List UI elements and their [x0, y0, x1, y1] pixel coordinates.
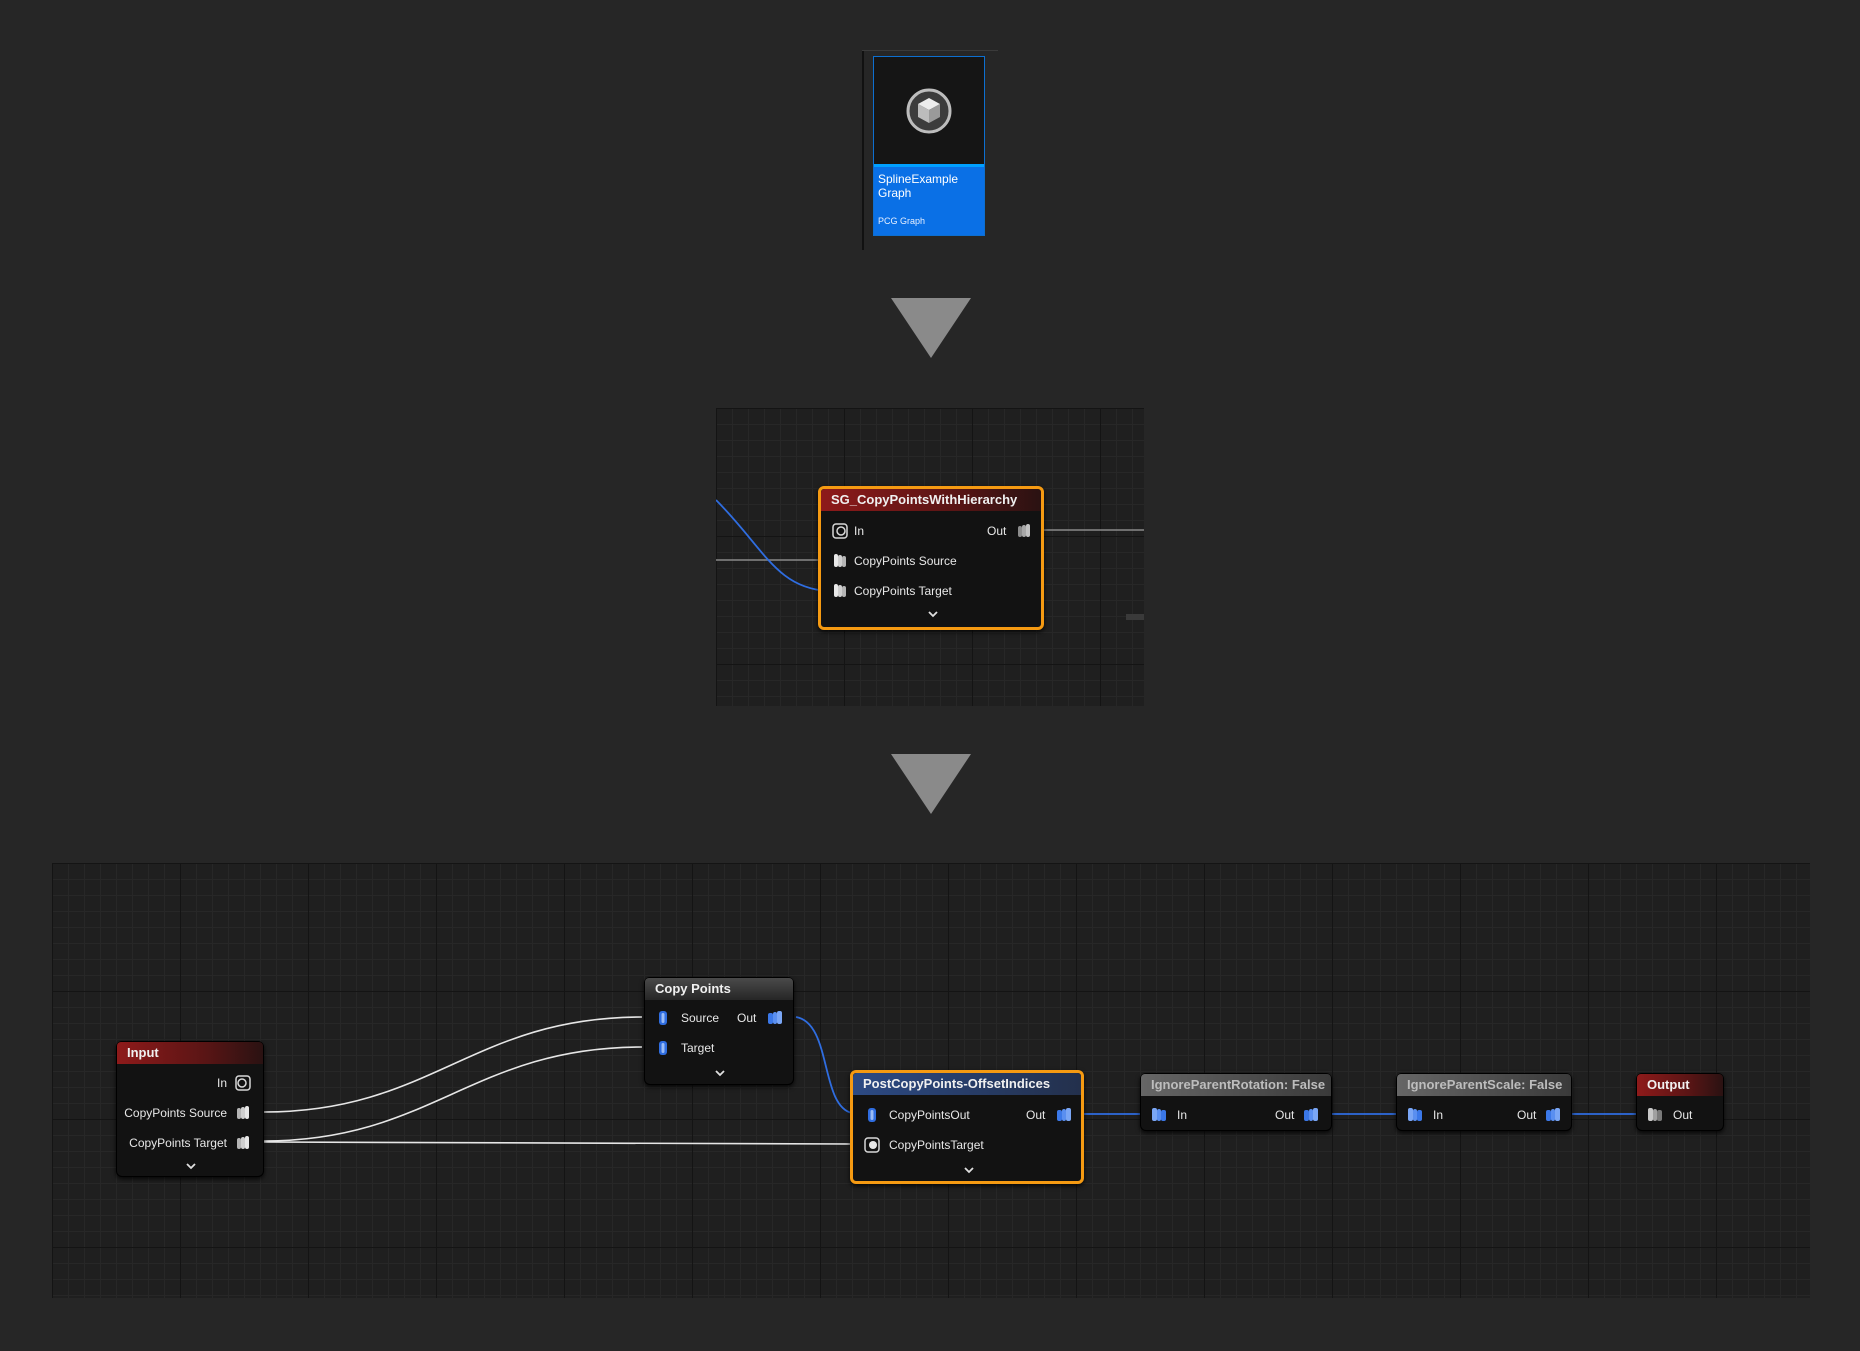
pin-label-out: Out [1517, 1108, 1537, 1122]
pin-blue-stack-out-icon[interactable] [1545, 1107, 1561, 1123]
flow-arrow-down-icon [891, 298, 971, 358]
subgraph-node[interactable]: SG_CopyPointsWithHierarchy In Out CopyPo… [818, 486, 1044, 630]
node-title: Output [1637, 1074, 1723, 1096]
node-title: IgnoreParentRotation: False [1141, 1074, 1331, 1096]
asset-type: PCG Graph [878, 216, 926, 226]
pin-blue-stack-out-icon[interactable] [1303, 1107, 1319, 1123]
pin-exec-in-icon[interactable] [832, 523, 848, 539]
post-copy-points-node[interactable]: PostCopyPoints-OffsetIndices CopyPointsO… [850, 1070, 1084, 1184]
wire-target [716, 499, 829, 592]
pin-exec-in-icon[interactable] [864, 1137, 880, 1153]
pin-exec-out-icon[interactable] [235, 1075, 251, 1091]
asset-label: SplineExample Graph PCG Graph [874, 167, 984, 235]
pin-stack-in-icon[interactable] [832, 553, 848, 569]
cube-icon [906, 88, 952, 134]
pin-label-in: In [216, 1076, 227, 1090]
ignore-parent-scale-node[interactable]: IgnoreParentScale: False In Out [1396, 1073, 1572, 1131]
pin-stack-in-icon[interactable] [1647, 1107, 1663, 1123]
node-title: Copy Points [645, 978, 793, 1000]
node-title: Input [117, 1042, 263, 1064]
pin-stack-in-icon[interactable] [832, 583, 848, 599]
pin-label-out: Out [987, 524, 1007, 538]
pin-stack-out-icon[interactable] [235, 1135, 251, 1151]
pin-label-target: Target [681, 1041, 715, 1055]
asset-tile-frame: SplineExample Graph PCG Graph [862, 50, 998, 250]
pin-stack-out-icon[interactable] [1016, 523, 1032, 539]
pin-blue-in-icon[interactable] [655, 1010, 671, 1026]
frame-edge [862, 50, 864, 250]
output-node[interactable]: Output Out [1636, 1073, 1724, 1131]
node-title: IgnoreParentScale: False [1397, 1074, 1571, 1096]
main-graph-editor[interactable]: Input In CopyPoints Source CopyPoints Ta… [52, 863, 1810, 1298]
pin-blue-in-icon[interactable] [655, 1040, 671, 1056]
pin-stack-out-icon[interactable] [235, 1105, 251, 1121]
pin-blue-stack-in-icon[interactable] [1151, 1107, 1167, 1123]
pin-blue-stack-in-icon[interactable] [1407, 1107, 1423, 1123]
asset-thumbnail [874, 57, 984, 165]
input-node[interactable]: Input In CopyPoints Source CopyPoints Ta… [116, 1041, 264, 1177]
asset-type-stripe [874, 164, 984, 167]
node-title: SG_CopyPointsWithHierarchy [821, 489, 1041, 511]
pin-label-source: Source [681, 1011, 720, 1025]
pin-label-target: CopyPoints Target [854, 584, 952, 598]
frame-edge [862, 50, 998, 51]
wire-copy-out-to-post-in [795, 1016, 853, 1114]
pin-label-in: In [854, 524, 865, 538]
wire-layer [263, 1016, 1646, 1145]
wire-input-source-to-copy-source [263, 1016, 643, 1113]
copy-points-node[interactable]: Copy Points Source Out Target [644, 977, 794, 1085]
asset-name: SplineExample Graph [878, 172, 959, 200]
pin-label-out: Out [1026, 1108, 1046, 1122]
chevron-down-icon[interactable] [185, 1162, 197, 1170]
chevron-down-icon[interactable] [963, 1166, 975, 1174]
pin-blue-stack-out-icon[interactable] [767, 1010, 783, 1026]
chevron-down-icon[interactable] [927, 610, 939, 618]
flow-arrow-down-icon [891, 754, 971, 814]
subgraph-editor-panel[interactable]: SG_CopyPointsWithHierarchy In Out CopyPo… [716, 408, 1144, 706]
pin-label-source: CopyPoints Source [124, 1106, 227, 1120]
ignore-parent-rotation-node[interactable]: IgnoreParentRotation: False In Out [1140, 1073, 1332, 1131]
wire-input-target-to-copy-target [263, 1046, 643, 1142]
pin-label-copy-target: CopyPointsTarget [889, 1138, 984, 1152]
pin-label-out: Out [1673, 1108, 1693, 1122]
asset-tile[interactable]: SplineExample Graph PCG Graph [873, 56, 985, 236]
pin-blue-in-icon[interactable] [864, 1107, 880, 1123]
chevron-down-icon[interactable] [714, 1069, 726, 1077]
pin-label-source: CopyPoints Source [854, 554, 957, 568]
pin-blue-stack-out-icon[interactable] [1056, 1107, 1072, 1123]
offscreen-node-edge [1126, 614, 1144, 620]
pin-label-target: CopyPoints Target [129, 1136, 227, 1150]
pin-label-out: Out [737, 1011, 757, 1025]
pin-label-in: In [1177, 1108, 1188, 1122]
pin-label-out: Out [1275, 1108, 1295, 1122]
wire-layer [716, 499, 1144, 620]
node-title: PostCopyPoints-OffsetIndices [853, 1073, 1081, 1095]
pin-label-in: In [1433, 1108, 1444, 1122]
pin-label-copy-out: CopyPointsOut [889, 1108, 970, 1122]
wire-input-target-to-post-target [263, 1141, 853, 1145]
